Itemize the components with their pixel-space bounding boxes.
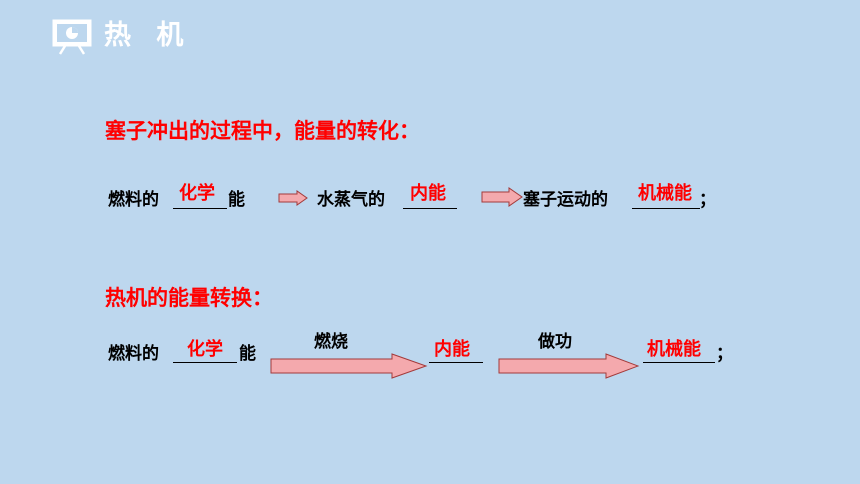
- s1-item3-suffix: ；: [699, 190, 716, 210]
- s1-item1-answer: 化学: [179, 183, 215, 204]
- s2-item1-prefix: 燃料的: [108, 344, 159, 364]
- s1-arrow1: [278, 190, 308, 206]
- section1-title: 塞子冲出的过程中，能量的转化：: [105, 119, 420, 143]
- s2-item2-answer: 内能: [434, 339, 470, 360]
- s1-item3-blank: [632, 208, 700, 209]
- s2-item2-blank: [429, 362, 483, 363]
- s1-item1-blank: [173, 208, 227, 209]
- presentation-board-icon: [52, 19, 92, 55]
- s1-item2-blank: [403, 208, 457, 209]
- s2-item1-suffix: 能: [239, 344, 256, 364]
- section2-title: 热机的能量转换：: [105, 286, 273, 310]
- s2-item3-answer: 机械能: [647, 339, 701, 360]
- s1-item2-prefix: 水蒸气的: [317, 190, 385, 210]
- s1-arrow2: [481, 187, 523, 207]
- s2-arrow1-label: 燃烧: [314, 332, 348, 352]
- s2-arrow2-label: 做功: [538, 332, 572, 352]
- s1-item1-prefix: 燃料的: [108, 190, 159, 210]
- s1-item3-prefix: 塞子运动的: [523, 190, 608, 210]
- page-title: 热 机: [104, 20, 192, 51]
- s2-item1-blank: [173, 362, 237, 363]
- s1-item1-suffix: 能: [228, 190, 245, 210]
- s1-item3-answer: 机械能: [638, 183, 692, 204]
- s1-item2-answer: 内能: [410, 183, 446, 204]
- s2-item3-blank: [643, 362, 715, 363]
- s2-arrow2: [498, 353, 640, 379]
- s2-item1-answer: 化学: [187, 339, 223, 360]
- s2-item3-suffix: ；: [716, 344, 733, 364]
- s2-arrow1: [270, 353, 428, 379]
